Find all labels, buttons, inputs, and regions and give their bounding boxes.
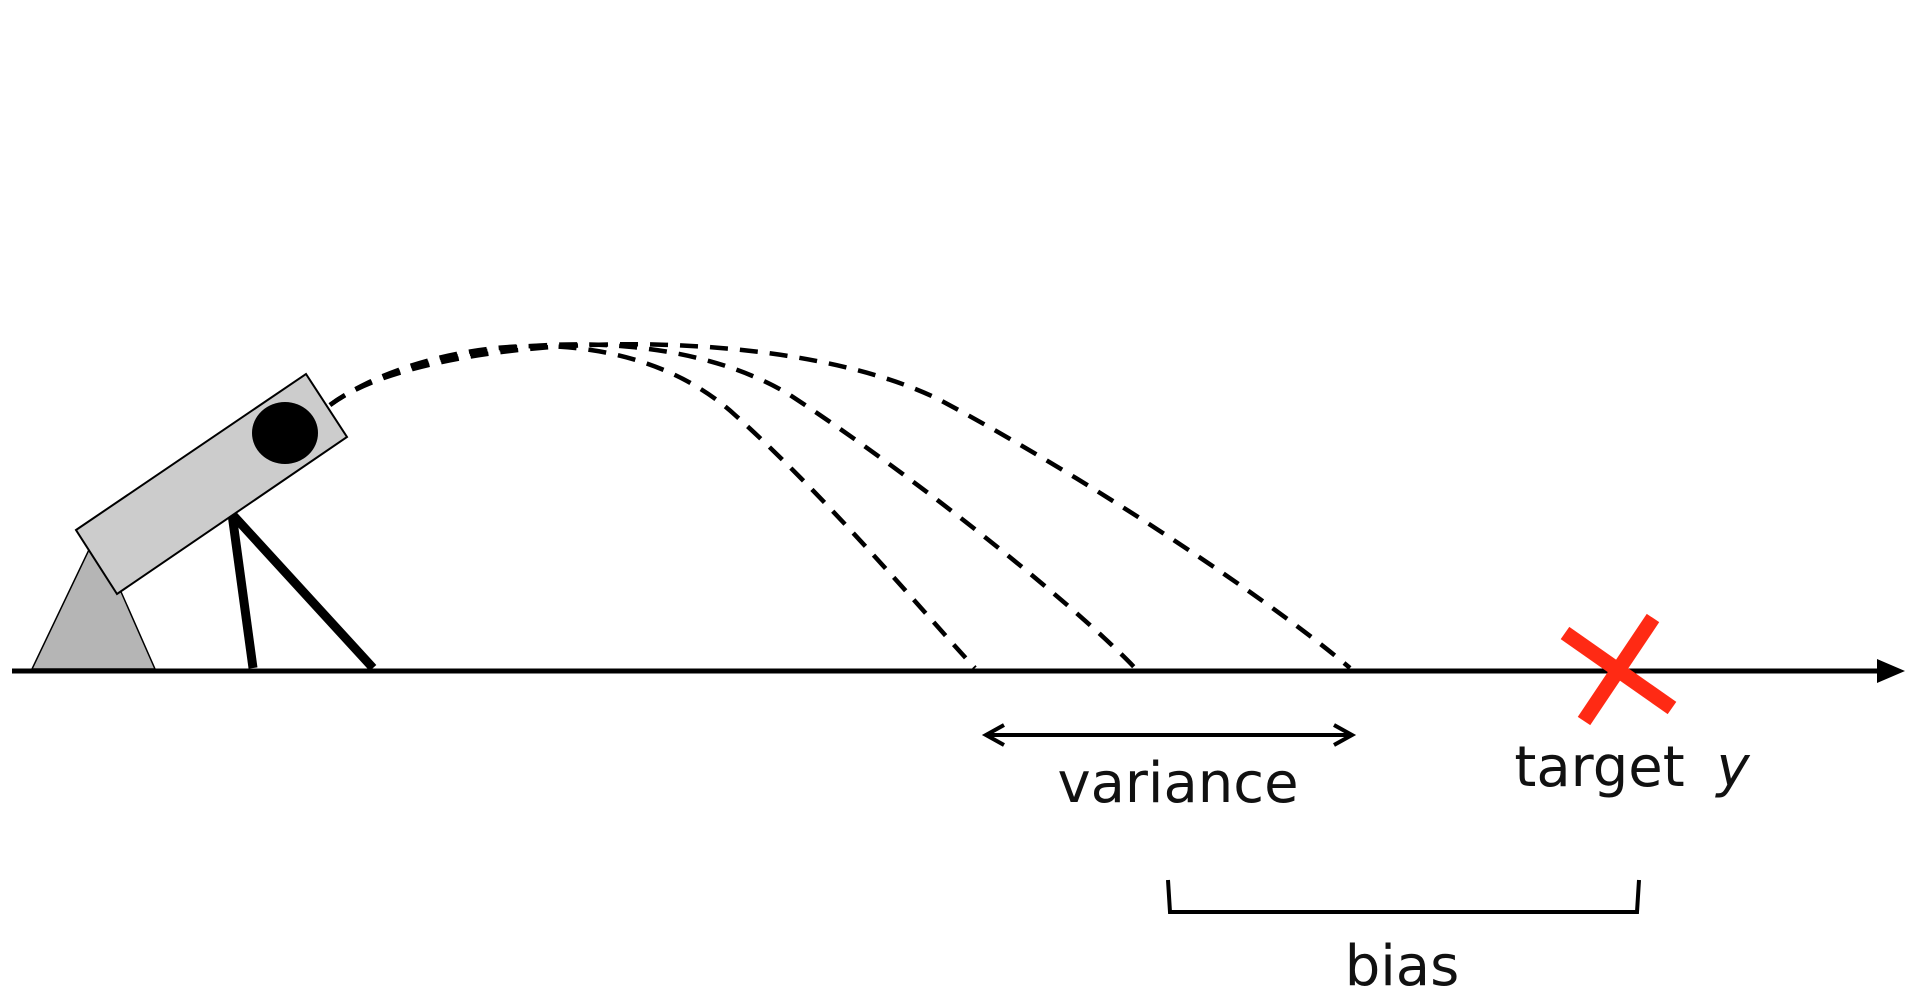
cannon-icon — [30, 372, 377, 672]
bias-label: bias — [1345, 934, 1460, 989]
target-label: target y — [1514, 735, 1750, 800]
variance-arrow-head-left — [981, 723, 1005, 747]
cannon-ball — [252, 402, 318, 464]
target-label-symbol: y — [1714, 735, 1750, 800]
trajectories — [328, 342, 1352, 670]
red-x-icon — [1560, 613, 1677, 726]
cannon-leg-diagonal — [228, 510, 377, 672]
cannon-barrel — [74, 372, 349, 596]
target-label-word: target — [1514, 735, 1684, 800]
ground-axis — [12, 659, 1905, 683]
bias-bracket — [1166, 879, 1641, 914]
variance-label: variance — [1057, 751, 1298, 816]
trajectory-short — [328, 343, 977, 670]
cannon-leg-vertical — [227, 513, 258, 669]
trajectory-middle — [328, 342, 1137, 670]
cannon-base — [30, 533, 157, 670]
target-x-stroke-2 — [1577, 613, 1660, 726]
trajectory-long — [328, 342, 1352, 670]
variance-arrow-head-right — [1333, 723, 1357, 747]
arrow-right-icon — [1877, 659, 1905, 683]
variance-arrow — [981, 723, 1357, 747]
